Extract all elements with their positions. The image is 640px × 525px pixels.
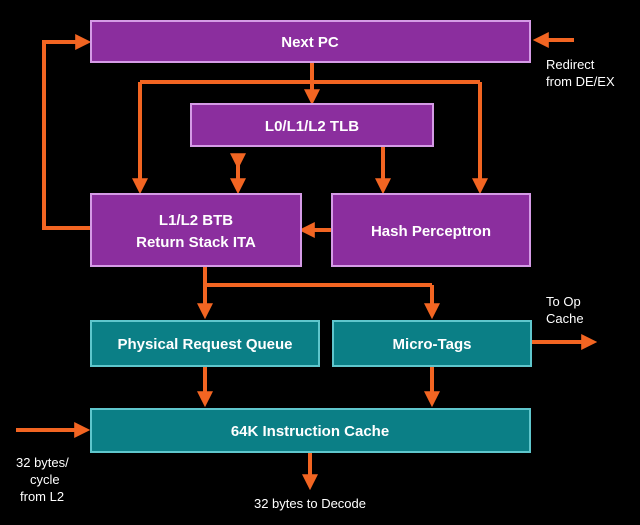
hash-perceptron-label: Hash Perceptron bbox=[371, 223, 491, 240]
btb-label-line1: L1/L2 BTB bbox=[159, 212, 233, 229]
op-cache-label-line2: Cache bbox=[546, 311, 584, 326]
btb-down-bus bbox=[203, 266, 432, 287]
tlb-block bbox=[190, 103, 434, 147]
l2-label-line2: cycle bbox=[30, 472, 60, 487]
l2-label-line3: from L2 bbox=[20, 489, 64, 504]
next-pc-label: Next PC bbox=[281, 34, 339, 51]
physical-request-queue-block bbox=[90, 320, 320, 367]
op-cache-label-line1: To Op bbox=[546, 294, 581, 309]
instruction-cache-block bbox=[90, 408, 531, 453]
l2-label-line1: 32 bytes/ bbox=[16, 455, 69, 470]
btb-label-line2: Return Stack ITA bbox=[136, 234, 256, 251]
btb-feedback-arrow bbox=[42, 34, 92, 230]
btb-block bbox=[90, 193, 302, 267]
next-pc-block bbox=[90, 20, 531, 63]
physical-request-queue-label: Physical Request Queue bbox=[117, 336, 292, 353]
tlb-label: L0/L1/L2 TLB bbox=[265, 118, 359, 135]
hash-perceptron-block bbox=[331, 193, 531, 267]
micro-tags-label: Micro-Tags bbox=[393, 336, 472, 353]
instruction-cache-label: 64K Instruction Cache bbox=[231, 423, 389, 440]
decode-label: 32 bytes to Decode bbox=[254, 496, 366, 511]
redirect-label-line1: Redirect bbox=[546, 57, 595, 72]
micro-tags-block bbox=[332, 320, 532, 367]
redirect-label-line2: from DE/EX bbox=[546, 74, 615, 89]
